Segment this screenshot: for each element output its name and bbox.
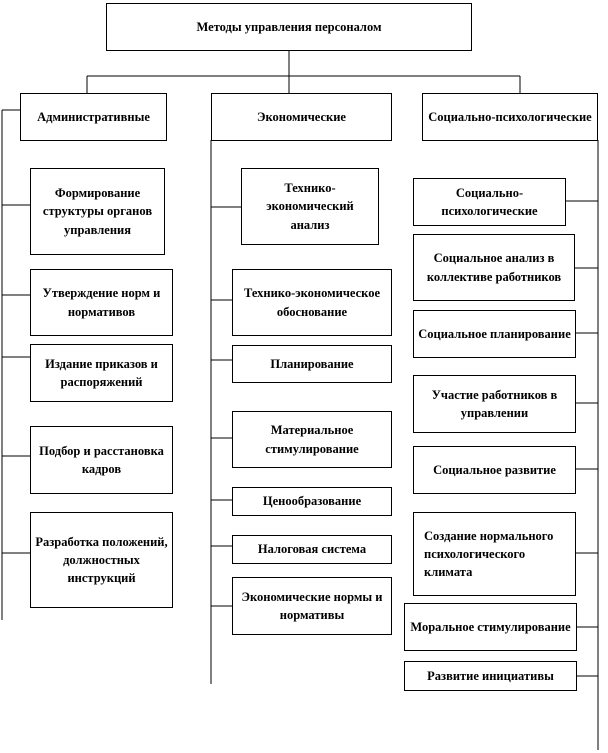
- item-label: Материальное стимулирование: [265, 423, 359, 456]
- category-label: Административные: [37, 109, 150, 124]
- econ-item: Ценообразование: [232, 487, 392, 516]
- item-label: Планирование: [270, 356, 354, 371]
- root-label: Методы управления персоналом: [196, 19, 382, 34]
- item-label: Социально-психологические: [441, 185, 538, 218]
- item-label: Развитие инициативы: [427, 668, 554, 683]
- item-label: Социальное анализ в коллективе работнико…: [426, 251, 562, 284]
- item-label: Технико-экономический анализ: [266, 181, 354, 232]
- econ-item: Планирование: [232, 345, 392, 383]
- social-item: Социальное анализ в коллективе работнико…: [413, 234, 575, 301]
- item-label: Формирование структуры органов управлени…: [42, 186, 153, 237]
- item-label: Участие работников в управлении: [431, 387, 558, 420]
- item-label: Технико-экономическое обоснование: [243, 286, 381, 319]
- admin-item: Подбор и расстановка кадров: [30, 426, 173, 494]
- social-item: Участие работников в управлении: [413, 375, 576, 433]
- social-item: Моральное стимулирование: [404, 603, 577, 651]
- category-administrative: Административные: [20, 93, 167, 141]
- admin-item: Формирование структуры органов управлени…: [30, 168, 165, 255]
- item-label: Моральное стимулирование: [410, 619, 571, 634]
- item-label: Утверждение норм и нормативов: [42, 286, 161, 319]
- item-label: Социальное планирование: [418, 326, 571, 341]
- item-label: Налоговая система: [257, 542, 367, 557]
- item-label: Разработка положений, должностных инстру…: [35, 534, 168, 586]
- social-item: Социальное развитие: [413, 446, 576, 494]
- social-item: Социальное планирование: [413, 310, 576, 358]
- econ-item: Материальное стимулирование: [232, 411, 392, 468]
- item-label: Экономические нормы и нормативы: [241, 589, 383, 622]
- category-socio-psychological: Социально-психологические: [422, 93, 598, 141]
- econ-item: Технико-экономический анализ: [241, 168, 379, 245]
- category-label: Социально-психологические: [428, 109, 592, 124]
- category-economic: Экономические: [211, 93, 392, 141]
- admin-item: Разработка положений, должностных инстру…: [30, 512, 173, 608]
- social-item: Развитие инициативы: [404, 661, 577, 691]
- admin-item: Издание приказов и распоряжений: [30, 344, 173, 402]
- social-item: Социально-психологические: [413, 178, 566, 226]
- item-label: Ценообразование: [262, 494, 362, 509]
- item-label: Социальное развитие: [433, 462, 556, 477]
- item-label: Издание приказов и распоряжений: [45, 356, 158, 389]
- item-label: Подбор и расстановка кадров: [39, 443, 164, 476]
- social-item: Создание нормального психологического кл…: [413, 512, 576, 596]
- econ-item: Налоговая система: [232, 535, 392, 564]
- econ-item: Экономические нормы и нормативы: [232, 577, 392, 635]
- item-label: Создание нормального психологического кл…: [424, 528, 554, 580]
- admin-item: Утверждение норм и нормативов: [30, 269, 173, 336]
- category-label: Экономические: [257, 109, 346, 124]
- root-node: Методы управления персоналом: [106, 3, 472, 51]
- econ-item: Технико-экономическое обоснование: [232, 269, 392, 336]
